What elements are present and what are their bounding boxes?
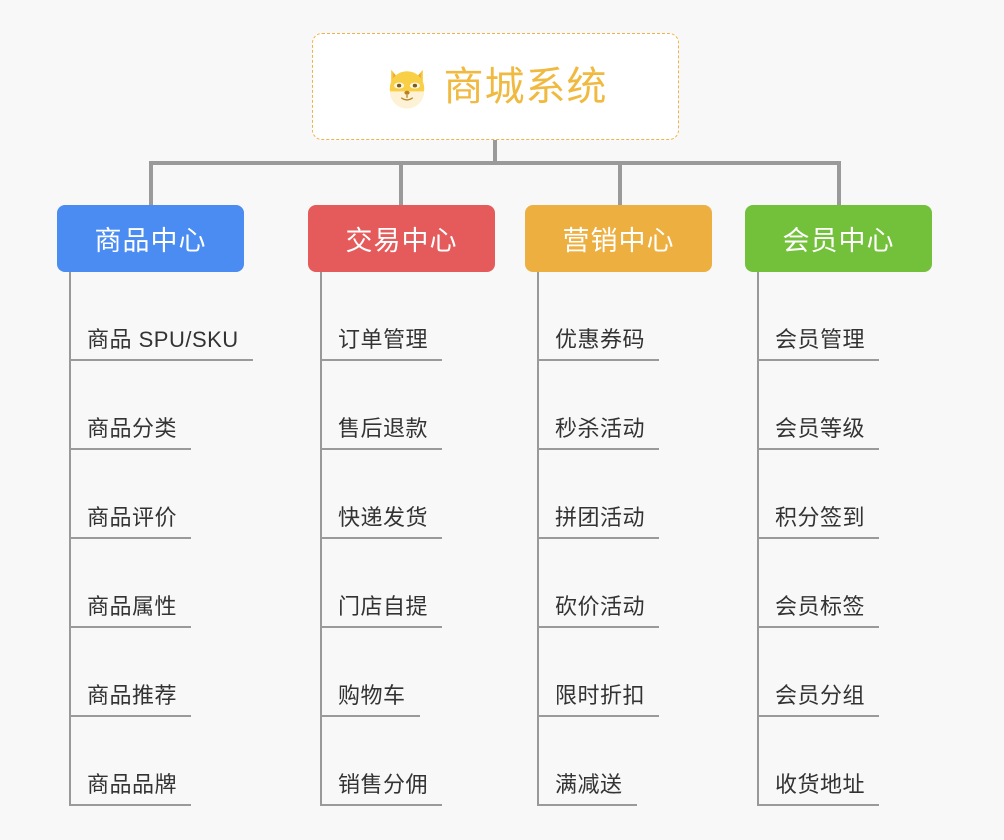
leaf-label: 购物车 [338, 683, 406, 708]
leaf-label: 会员管理 [775, 327, 866, 352]
list-item[interactable]: 秒杀活动 [525, 361, 712, 450]
list-item[interactable]: 快递发货 [308, 450, 495, 539]
list-item[interactable]: 砍价活动 [525, 539, 712, 628]
list-item[interactable]: 商品评价 [57, 450, 253, 539]
branch-trunk-line [757, 272, 759, 806]
leaf-label: 门店自提 [338, 594, 429, 619]
list-item[interactable]: 会员分组 [745, 628, 932, 717]
list-item[interactable]: 商品推荐 [57, 628, 253, 717]
list-item[interactable]: 积分签到 [745, 450, 932, 539]
branch-column-3: 营销中心 优惠券码 秒杀活动 拼团活动 砍价活动 限时折扣 满减送 [525, 205, 712, 806]
leaf-label: 秒杀活动 [555, 416, 646, 441]
branch-column-1: 商品中心 商品 SPU/SKU 商品分类 商品评价 商品属性 商品推荐 商品品牌 [57, 205, 253, 806]
root-title: 商城系统 [443, 64, 608, 109]
branch-items: 订单管理 售后退款 快递发货 门店自提 购物车 销售分佣 [308, 272, 495, 806]
branch-header-product[interactable]: 商品中心 [57, 205, 244, 272]
leaf-label: 砍价活动 [555, 594, 646, 619]
leaf-label: 会员标签 [775, 594, 866, 619]
root-node[interactable]: 商城系统 [312, 33, 679, 140]
leaf-label: 商品推荐 [87, 683, 178, 708]
branch-items: 商品 SPU/SKU 商品分类 商品评价 商品属性 商品推荐 商品品牌 [57, 272, 253, 806]
list-item[interactable]: 商品 SPU/SKU [57, 272, 253, 361]
list-item[interactable]: 拼团活动 [525, 450, 712, 539]
branch-header-marketing[interactable]: 营销中心 [525, 205, 712, 272]
branch-title: 会员中心 [782, 226, 895, 256]
shiba-dog-icon [389, 69, 424, 109]
branch-trunk-line [537, 272, 539, 806]
branch-header-trade[interactable]: 交易中心 [308, 205, 495, 272]
leaf-label: 销售分佣 [338, 772, 429, 797]
list-item[interactable]: 门店自提 [308, 539, 495, 628]
branch-column-4: 会员中心 会员管理 会员等级 积分签到 会员标签 会员分组 收货地址 [745, 205, 932, 806]
branch-trunk-line [69, 272, 71, 806]
branch-title: 交易中心 [345, 226, 458, 256]
list-item[interactable]: 订单管理 [308, 272, 495, 361]
branch-title: 营销中心 [562, 226, 675, 256]
list-item[interactable]: 会员标签 [745, 539, 932, 628]
branch-column-2: 交易中心 订单管理 售后退款 快递发货 门店自提 购物车 销售分佣 [308, 205, 495, 806]
list-item[interactable]: 会员管理 [745, 272, 932, 361]
list-item[interactable]: 售后退款 [308, 361, 495, 450]
branch-items: 会员管理 会员等级 积分签到 会员标签 会员分组 收货地址 [745, 272, 932, 806]
leaf-label: 商品分类 [87, 416, 178, 441]
leaf-label: 收货地址 [775, 772, 866, 797]
list-item[interactable]: 限时折扣 [525, 628, 712, 717]
leaf-label: 商品属性 [87, 594, 178, 619]
leaf-label: 商品品牌 [87, 772, 178, 797]
leaf-label: 会员分组 [775, 683, 866, 708]
leaf-label: 限时折扣 [555, 683, 646, 708]
leaf-label: 订单管理 [338, 327, 429, 352]
list-item[interactable]: 优惠券码 [525, 272, 712, 361]
leaf-label: 快递发货 [338, 505, 429, 530]
branch-items: 优惠券码 秒杀活动 拼团活动 砍价活动 限时折扣 满减送 [525, 272, 712, 806]
leaf-label: 会员等级 [775, 416, 866, 441]
list-item[interactable]: 商品属性 [57, 539, 253, 628]
list-item[interactable]: 销售分佣 [308, 717, 495, 806]
leaf-label: 优惠券码 [555, 327, 646, 352]
list-item[interactable]: 商品品牌 [57, 717, 253, 806]
leaf-label: 商品评价 [87, 505, 178, 530]
list-item[interactable]: 收货地址 [745, 717, 932, 806]
leaf-label: 商品 SPU/SKU [87, 327, 239, 352]
leaf-label: 满减送 [555, 772, 623, 797]
branch-trunk-line [320, 272, 322, 806]
branch-header-member[interactable]: 会员中心 [745, 205, 932, 272]
leaf-label: 积分签到 [775, 505, 866, 530]
leaf-label: 售后退款 [338, 416, 429, 441]
list-item[interactable]: 满减送 [525, 717, 712, 806]
list-item[interactable]: 购物车 [308, 628, 495, 717]
list-item[interactable]: 会员等级 [745, 361, 932, 450]
leaf-label: 拼团活动 [555, 505, 646, 530]
branch-title: 商品中心 [94, 226, 207, 256]
list-item[interactable]: 商品分类 [57, 361, 253, 450]
